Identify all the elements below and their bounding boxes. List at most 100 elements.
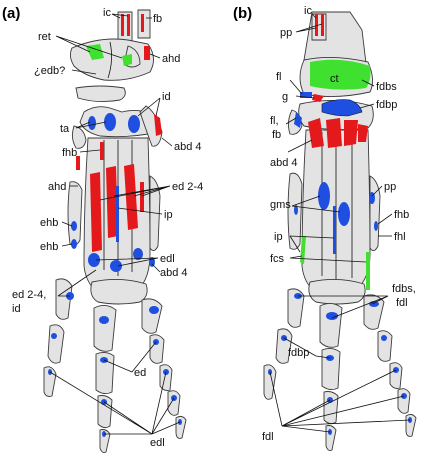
phal-blue-a2 xyxy=(99,316,109,324)
edb-green xyxy=(122,54,132,66)
fhb-blue-b xyxy=(374,221,378,231)
label-flfb-2: fb xyxy=(272,129,281,141)
mt-medial-head xyxy=(71,125,87,149)
edl-blue-2 xyxy=(110,260,122,272)
ret-green xyxy=(86,44,104,60)
edl-blue-1 xyxy=(88,253,100,267)
label-fcs: fcs xyxy=(270,253,285,265)
label-id: id xyxy=(162,91,171,103)
panel-b: (b) xyxy=(233,5,417,451)
b-leader-pp xyxy=(295,23,323,33)
leader-ahd-top xyxy=(149,53,161,59)
d3-phalanx-4 xyxy=(167,390,181,416)
leader-ed24 xyxy=(99,185,171,201)
label-ed: ed xyxy=(134,367,146,379)
b-leader-fcs xyxy=(289,255,367,263)
mt-distal-b xyxy=(308,279,366,305)
b-d2-ungual xyxy=(325,425,337,451)
tibia-red-1 xyxy=(121,14,124,36)
leader-ed24-id xyxy=(57,269,97,297)
ahd-red-top xyxy=(144,46,150,60)
label-ed24-id-2: id xyxy=(12,303,21,315)
label-abd4-top: abd 4 xyxy=(174,141,202,153)
d3-phalanx-1 xyxy=(141,298,163,334)
leader-ic xyxy=(111,13,129,19)
label-abd4-b: abd 4 xyxy=(270,157,298,169)
label-edb: ¿edb? xyxy=(34,65,65,77)
label-fdbp-top: fdbp xyxy=(376,99,397,111)
b-leader-fhb xyxy=(377,213,393,225)
label-flfb-1: fl, xyxy=(270,115,279,127)
fibula-red xyxy=(141,14,144,32)
label-ed24-id-1: ed 2-4, xyxy=(12,289,46,301)
mt-distal-condyles xyxy=(90,279,148,305)
phal-blue-a3 xyxy=(149,306,159,314)
label-pp-top: pp xyxy=(280,27,292,39)
flfb-blue xyxy=(294,112,302,128)
b-side-blue xyxy=(294,205,298,215)
leader-edl-bot xyxy=(49,371,181,435)
leader-ehb2 xyxy=(61,243,73,247)
label-g: g xyxy=(282,91,288,103)
label-ct: ct xyxy=(330,73,339,85)
b-ic-red-1 xyxy=(315,14,318,36)
b-d3-phalanx-4 xyxy=(397,388,411,414)
phal-blue-a6 xyxy=(51,333,57,339)
leader-edb xyxy=(71,69,97,75)
fdbp-blue xyxy=(321,99,363,117)
d2-phalanx-1 xyxy=(93,305,117,352)
panel-b-label: (b) xyxy=(233,5,252,22)
label-fb-a: fb xyxy=(153,13,162,25)
b-leader-fdbp-bot xyxy=(283,337,331,359)
ed-red-4 xyxy=(140,182,144,212)
ehb-blue-2 xyxy=(71,239,77,249)
b-leader-flfb xyxy=(285,117,297,125)
leader-ip xyxy=(117,207,163,215)
label-gms: gms xyxy=(270,199,291,211)
b-leader-fl xyxy=(289,79,303,95)
fhb-red xyxy=(100,142,104,160)
ahd-red-mid xyxy=(76,156,80,170)
b-leader-gms xyxy=(291,195,341,213)
leader-ed xyxy=(103,341,157,373)
ta-blue-3 xyxy=(128,115,140,133)
label-ed24: ed 2-4 xyxy=(172,181,203,193)
b-leader-fdbp xyxy=(359,103,375,109)
label-ahd-top: ahd xyxy=(162,53,180,65)
label-ip-b: ip xyxy=(274,231,283,243)
b-d2-phalanx-3 xyxy=(323,391,339,425)
panel-a: (a) xyxy=(2,5,203,453)
label-fdbp-bot: fdbp xyxy=(288,347,309,359)
label-fhl: fhl xyxy=(394,231,406,243)
label-edl-bot: edl xyxy=(150,437,165,449)
b-leader-abd4 xyxy=(287,139,313,153)
label-fdbs-fdl-2: fdl xyxy=(396,297,408,309)
label-fdl: fdl xyxy=(262,431,274,443)
label-fhb-b: fhb xyxy=(394,209,409,221)
b-leader-pp-mid xyxy=(371,185,383,197)
edl-blue-3 xyxy=(133,248,143,260)
label-edl-mid: edl xyxy=(160,253,175,265)
b-leader-g xyxy=(295,95,315,99)
ed-red-2 xyxy=(106,166,118,238)
b-leader-fdbs xyxy=(361,79,375,87)
gms-blue-1 xyxy=(318,182,330,210)
ip-blue xyxy=(116,186,119,242)
leader-ta xyxy=(75,121,107,129)
gms-blue-2 xyxy=(338,202,350,226)
b-d1-ungual xyxy=(263,364,277,400)
panel-a-label: (a) xyxy=(2,5,20,22)
b-leader-fdbs-fdl xyxy=(298,295,389,319)
leader-edl-mid xyxy=(95,257,159,267)
label-ip-a: ip xyxy=(164,209,173,221)
fcs-green-1 xyxy=(300,236,306,264)
b-phal-blue-2 xyxy=(326,312,338,320)
label-fdbs-top: fdbs xyxy=(376,81,397,93)
label-ret: ret xyxy=(38,31,51,43)
ct-green xyxy=(310,59,371,90)
ta-blue-1 xyxy=(88,116,96,130)
label-ta: ta xyxy=(60,123,70,135)
leader-abd4-top xyxy=(161,137,173,147)
